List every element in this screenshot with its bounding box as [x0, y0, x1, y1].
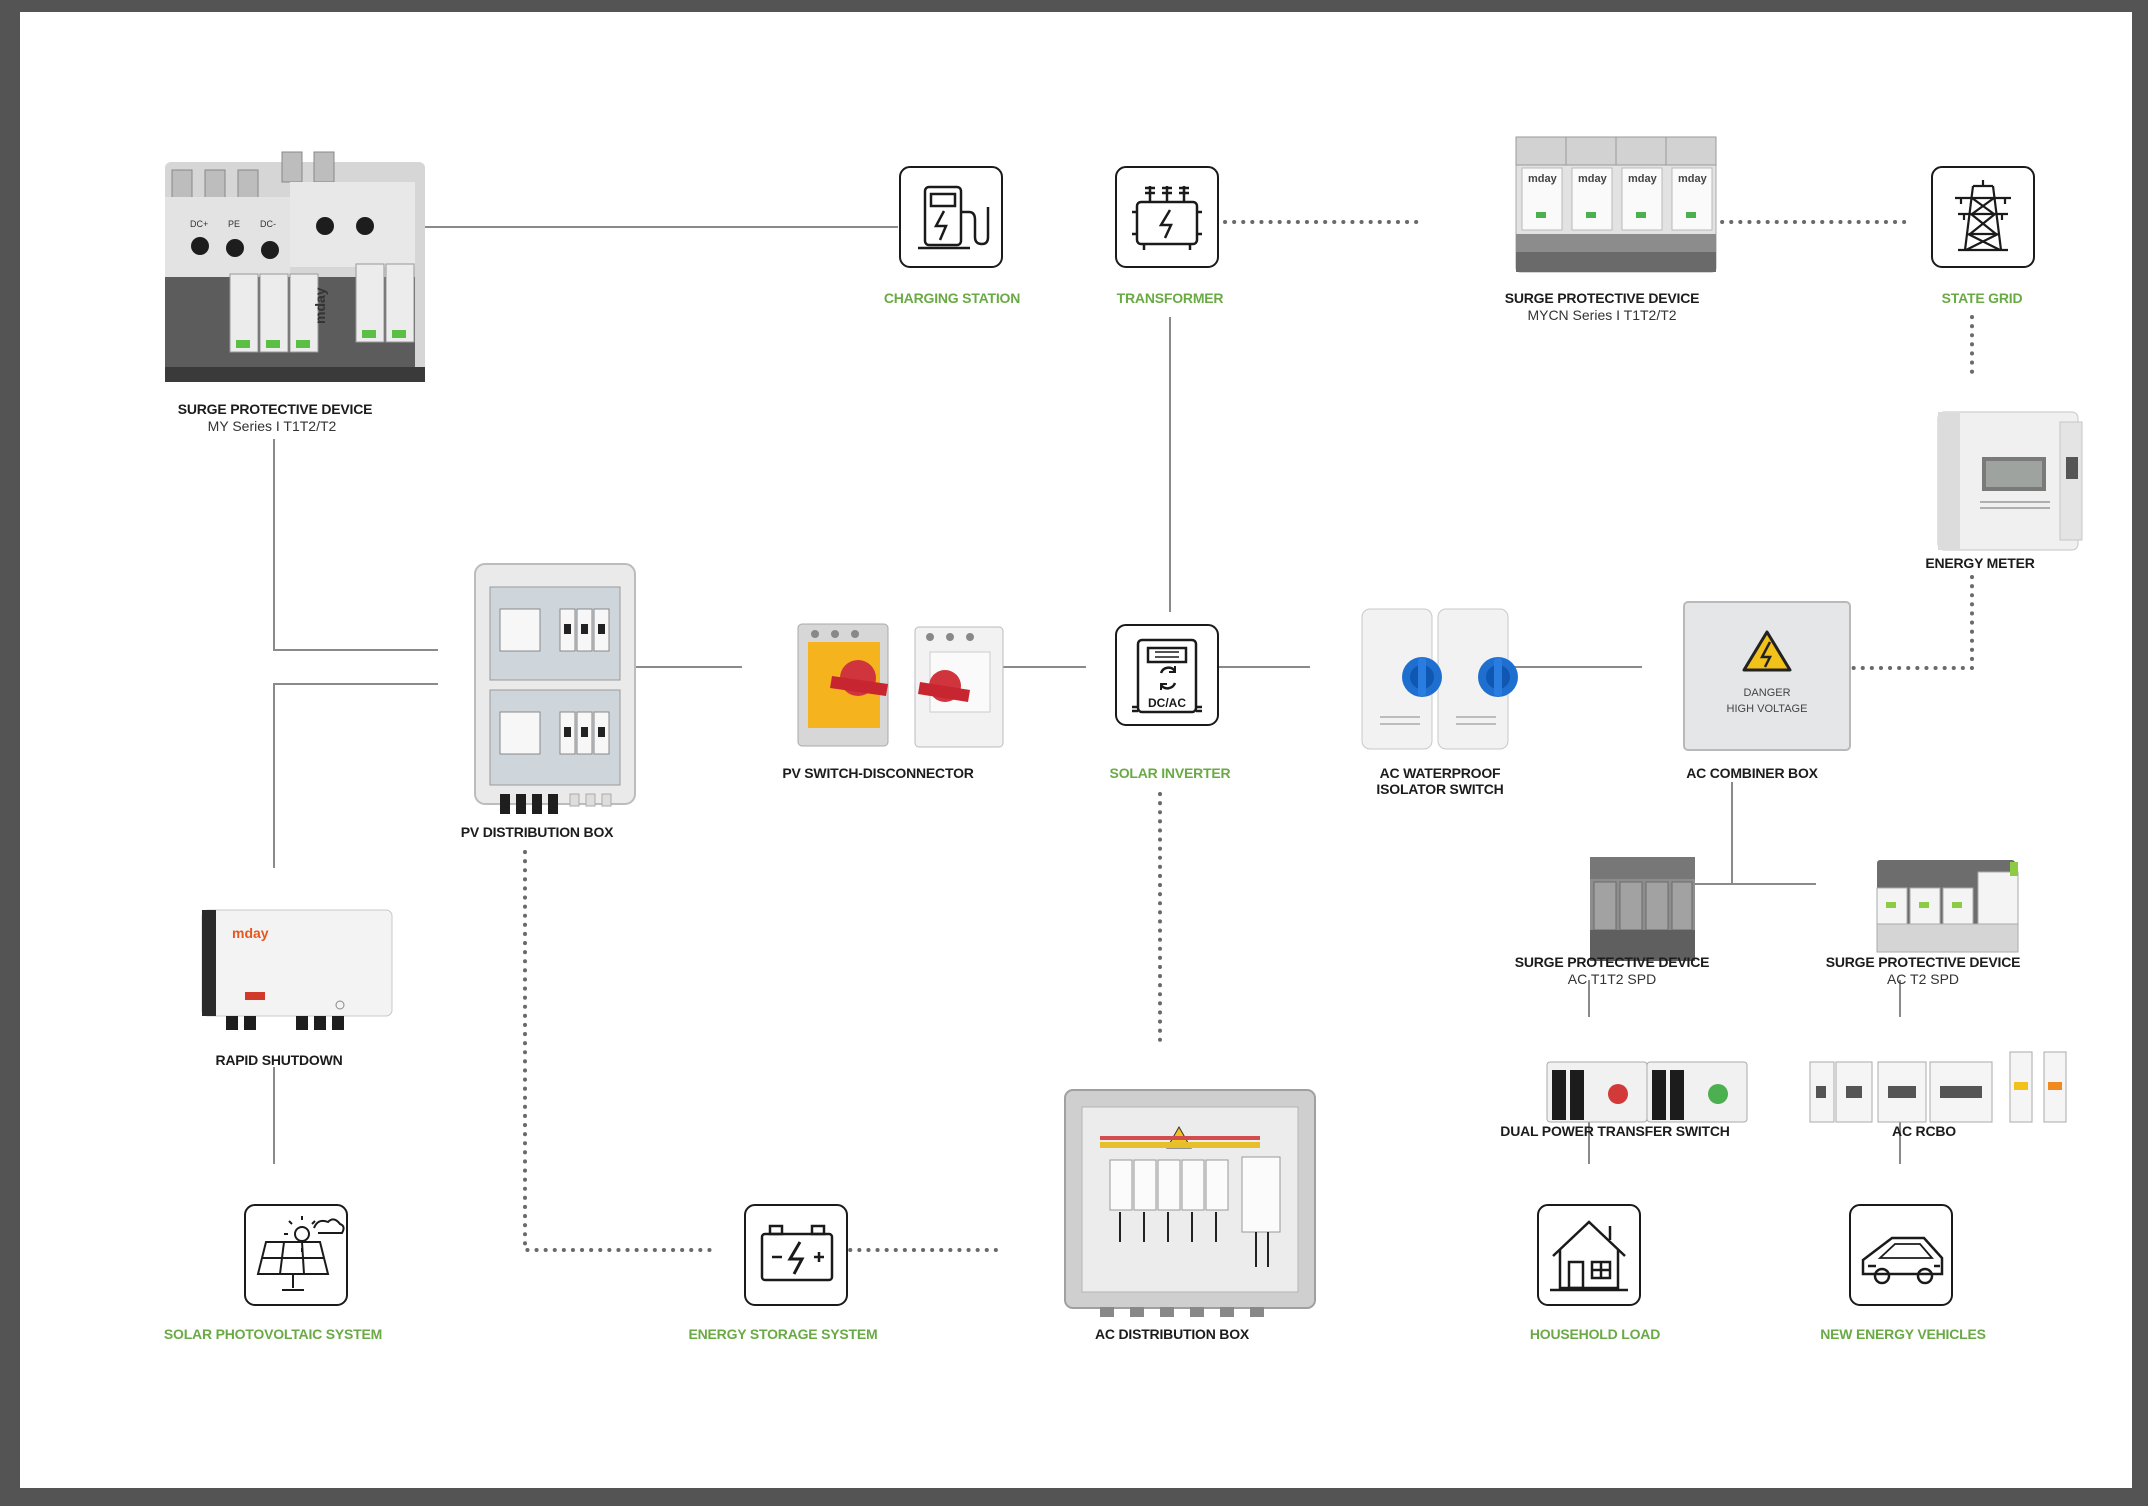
power-tower-icon [1955, 180, 2011, 252]
svg-text:mday: mday [312, 287, 328, 324]
state-grid-node[interactable] [1931, 166, 2035, 268]
solar-panel-icon [256, 1216, 345, 1291]
solar-pv-system-label: SOLAR PHOTOVOLTAIC SYSTEM [163, 1326, 383, 1342]
charging-station-node[interactable] [899, 166, 1003, 268]
ac-isolator-image [1361, 608, 1518, 750]
battery-icon [760, 1224, 834, 1282]
spd-ac-t2-title: SURGE PROTECTIVE DEVICE [1825, 954, 2021, 970]
spd-mycn-subtitle: MYCN Series I T1T2/T2 [1527, 307, 1677, 323]
car-icon [1861, 1236, 1944, 1285]
ac-combiner-box-image: DANGER HIGH VOLTAGE [1683, 601, 1851, 751]
spd-ac-t2-image [1876, 860, 2019, 953]
rapid-shutdown-image: mday [201, 909, 393, 1030]
solar-pv-system-node[interactable] [244, 1204, 348, 1306]
ac-combiner-box-label: AC COMBINER BOX [1686, 765, 1818, 781]
spd-ac-t1t2-image [1590, 857, 1695, 961]
svg-text:mday: mday [1628, 173, 1658, 185]
diagram-sheet: DC/AC [20, 12, 2132, 1488]
svg-text:PE: PE [228, 219, 240, 229]
spd-ac-t1t2-subtitle: AC T1T2 SPD [1567, 971, 1657, 987]
spd-mycn-image: mday mday mday mday [1515, 136, 1717, 273]
state-grid-label: STATE GRID [1941, 290, 2023, 306]
ac-isolator-label-1: AC WATERPROOF [1379, 765, 1501, 781]
spd-my-image: DC+ PE DC- mday [165, 151, 425, 382]
svg-text:mday: mday [1578, 173, 1608, 185]
house-icon [1550, 1220, 1628, 1292]
svg-text:mday: mday [232, 925, 269, 941]
household-load-label: HOUSEHOLD LOAD [1529, 1326, 1661, 1342]
inverter-icon [1132, 638, 1202, 714]
dual-power-switch-label: DUAL POWER TRANSFER SWITCH [1500, 1123, 1730, 1139]
ac-isolator-label-2: ISOLATOR SWITCH [1376, 781, 1504, 797]
svg-text:mday: mday [1678, 173, 1708, 185]
spd-mycn-title: SURGE PROTECTIVE DEVICE [1504, 290, 1700, 306]
pv-switch-image [797, 623, 1004, 748]
energy-storage-node[interactable] [744, 1204, 848, 1306]
charging-station-label: CHARGING STATION [883, 290, 1021, 306]
connectors-dotted [523, 220, 1974, 1252]
pv-distribution-box-image [474, 563, 636, 814]
edge-meter-to-combiner [1830, 575, 1974, 670]
pv-switch-label: PV SWITCH-DISCONNECTOR [782, 765, 974, 781]
svg-text:DC-: DC- [260, 219, 276, 229]
combiner-voltage-text: HIGH VOLTAGE [1727, 703, 1808, 715]
spd-my-title: SURGE PROTECTIVE DEVICE [177, 401, 373, 417]
ac-distribution-box-label: AC DISTRIBUTION BOX [1094, 1326, 1250, 1342]
spd-ac-t1t2-title: SURGE PROTECTIVE DEVICE [1514, 954, 1710, 970]
svg-text:DC+: DC+ [190, 219, 208, 229]
ac-rcbo-label: AC RCBO [1892, 1123, 1956, 1139]
inverter-icon-text: DC/AC [1148, 696, 1186, 710]
edge-pvbox-to-rapid [273, 683, 438, 868]
new-energy-vehicles-label: NEW ENERGY VEHICLES [1820, 1326, 1986, 1342]
solar-inverter-node[interactable]: DC/AC [1115, 624, 1219, 726]
edge-pvbox-to-storage [523, 850, 712, 1252]
edge-spd-my-to-pvbox [273, 439, 438, 651]
new-energy-vehicles-node[interactable] [1849, 1204, 1953, 1306]
energy-meter-image [1937, 411, 2083, 551]
dual-power-switch-image [1546, 1061, 1748, 1123]
spd-ac-t2-subtitle: AC T2 SPD [1886, 971, 1960, 987]
rapid-shutdown-label: RAPID SHUTDOWN [215, 1052, 343, 1068]
transformer-node[interactable] [1115, 166, 1219, 268]
household-load-node[interactable] [1537, 1204, 1641, 1306]
ev-charger-icon [918, 185, 990, 250]
ac-rcbo-image [1809, 1051, 2067, 1123]
transformer-label: TRANSFORMER [1116, 290, 1224, 306]
svg-text:mday: mday [1528, 173, 1558, 185]
diagram-canvas: DC/AC [165, 136, 2083, 1317]
combiner-danger-text: DANGER [1743, 687, 1790, 699]
energy-meter-label: ENERGY METER [1925, 555, 2035, 571]
solar-inverter-label: SOLAR INVERTER [1109, 765, 1231, 781]
ac-distribution-box-image [1064, 1089, 1316, 1317]
spd-my-subtitle: MY Series I T1T2/T2 [207, 418, 337, 434]
pv-distribution-box-label: PV DISTRIBUTION BOX [460, 824, 614, 840]
energy-storage-label: ENERGY STORAGE SYSTEM [688, 1326, 878, 1342]
transformer-icon [1132, 186, 1202, 250]
